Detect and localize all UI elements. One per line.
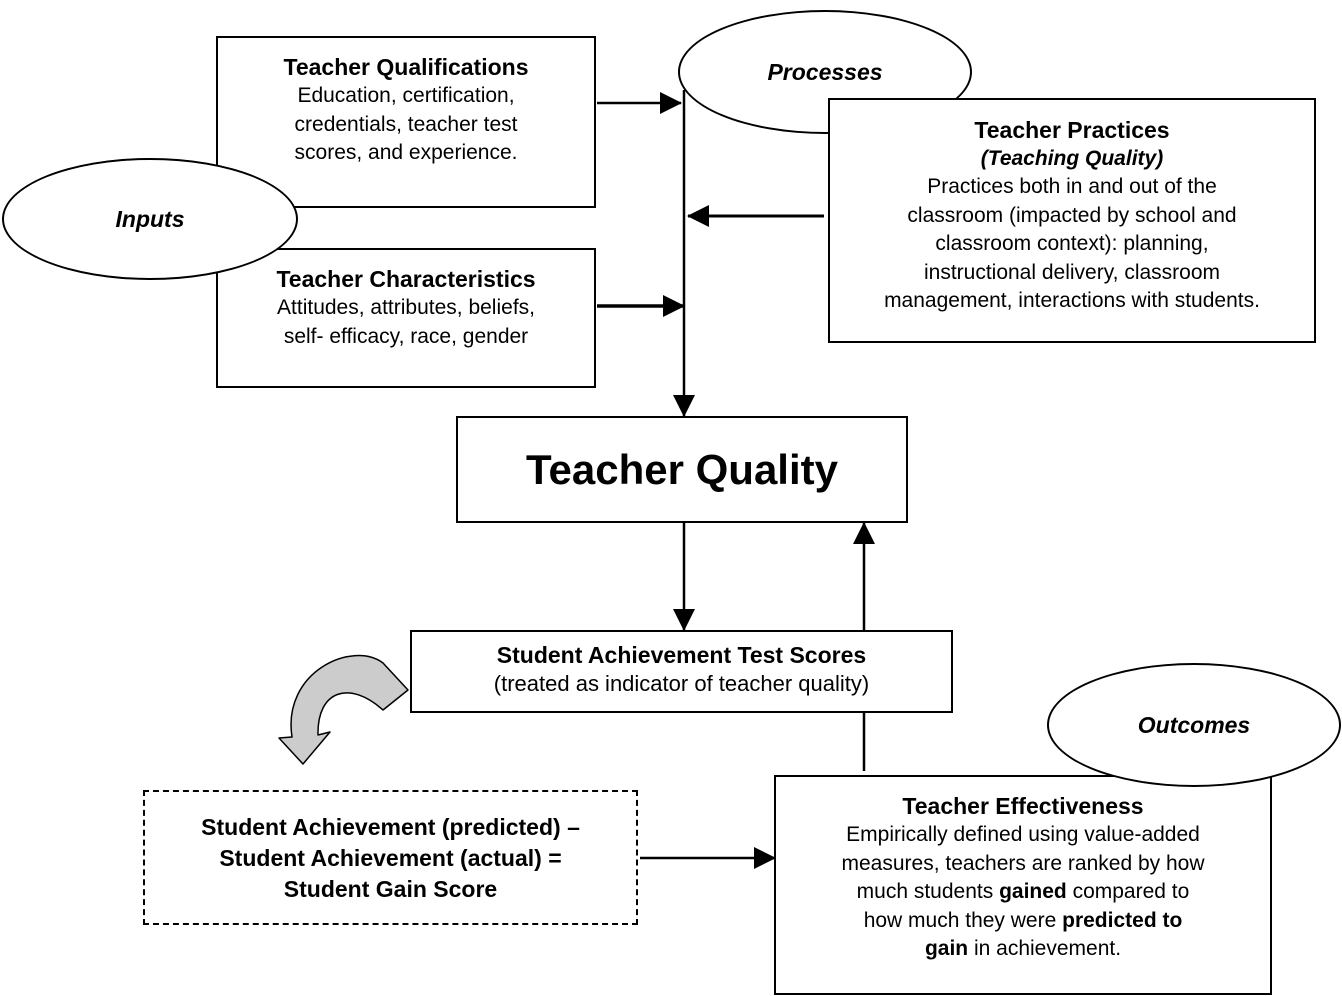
effectiveness-text: measures, teachers are ranked by how — [841, 851, 1205, 875]
teacher-practices-box: Teacher Practices (Teaching Quality) Pra… — [828, 98, 1316, 343]
effectiveness-emphasis-gain: gain — [924, 937, 969, 960]
effectiveness-text: much students — [856, 880, 1000, 903]
effectiveness-text: how much they were — [863, 908, 1063, 932]
teacher-practices-line: Practices both in and out of the — [927, 175, 1217, 198]
gain-score-line: Student Gain Score — [283, 876, 498, 902]
gain-score-line: Student Achievement (predicted) – — [201, 814, 580, 840]
teacher-effectiveness-line: how much they were predicted to — [776, 907, 1270, 936]
effectiveness-text: Empirically defined using value-added — [846, 823, 1200, 846]
teacher-characteristics-line: Attitudes, attributes, beliefs, — [277, 296, 535, 319]
teacher-qualifications-box: Teacher Qualifications Education, certif… — [216, 36, 596, 208]
teacher-effectiveness-line: measures, teachers are ranked by how — [776, 850, 1270, 879]
effectiveness-text: in achievement. — [968, 937, 1122, 960]
teacher-qualifications-line: credentials, teacher test — [294, 112, 518, 136]
teacher-practices-line: classroom (impacted by school and — [907, 203, 1237, 227]
teacher-qualifications-title: Teacher Qualifications — [283, 54, 529, 80]
gain-score-line: Student Achievement (actual) = — [219, 845, 562, 871]
curved-arrow-achievement-to-gain — [278, 654, 409, 765]
effectiveness-emphasis-predicted: predicted to — [1062, 908, 1183, 932]
inputs-oval: Inputs — [2, 158, 298, 280]
effectiveness-emphasis-gained: gained — [999, 880, 1067, 903]
teacher-practices-title: Teacher Practices — [974, 117, 1170, 143]
teacher-characteristics-line: self- efficacy, race, gender — [283, 324, 529, 348]
gain-score-box: Student Achievement (predicted) – Studen… — [143, 790, 638, 925]
teacher-effectiveness-title: Teacher Effectiveness — [902, 793, 1144, 819]
student-achievement-title: Student Achievement Test Scores — [496, 642, 867, 668]
processes-label: Processes — [767, 58, 883, 85]
teacher-effectiveness-line: Empirically defined using value-added — [776, 821, 1270, 850]
teacher-characteristics-box: Teacher Characteristics Attitudes, attri… — [216, 248, 596, 388]
teacher-practices-line: instructional delivery, classroom — [923, 260, 1221, 284]
teacher-practices-subtitle: (Teaching Quality) — [980, 147, 1164, 170]
inputs-label: Inputs — [115, 205, 185, 232]
teacher-practices-line: management, interactions with students. — [884, 289, 1260, 312]
effectiveness-text: compared to — [1066, 880, 1190, 903]
teacher-characteristics-title: Teacher Characteristics — [276, 266, 536, 292]
student-achievement-line: (treated as indicator of teacher quality… — [493, 671, 870, 696]
teacher-effectiveness-line: gain in achievement. — [776, 935, 1270, 964]
teacher-qualifications-line: scores, and experience. — [294, 141, 518, 164]
teacher-effectiveness-line: much students gained compared to — [776, 878, 1270, 907]
teacher-practices-line: classroom context): planning, — [935, 232, 1209, 255]
outcomes-label: Outcomes — [1137, 711, 1251, 738]
teacher-quality-box: Teacher Quality — [456, 416, 908, 523]
outcomes-oval: Outcomes — [1047, 663, 1341, 787]
teacher-qualifications-line: Education, certification, — [297, 84, 515, 107]
student-achievement-box: Student Achievement Test Scores (treated… — [410, 630, 953, 713]
teacher-quality-title: Teacher Quality — [525, 445, 838, 493]
teacher-effectiveness-box: Teacher Effectiveness Empirically define… — [774, 775, 1272, 995]
